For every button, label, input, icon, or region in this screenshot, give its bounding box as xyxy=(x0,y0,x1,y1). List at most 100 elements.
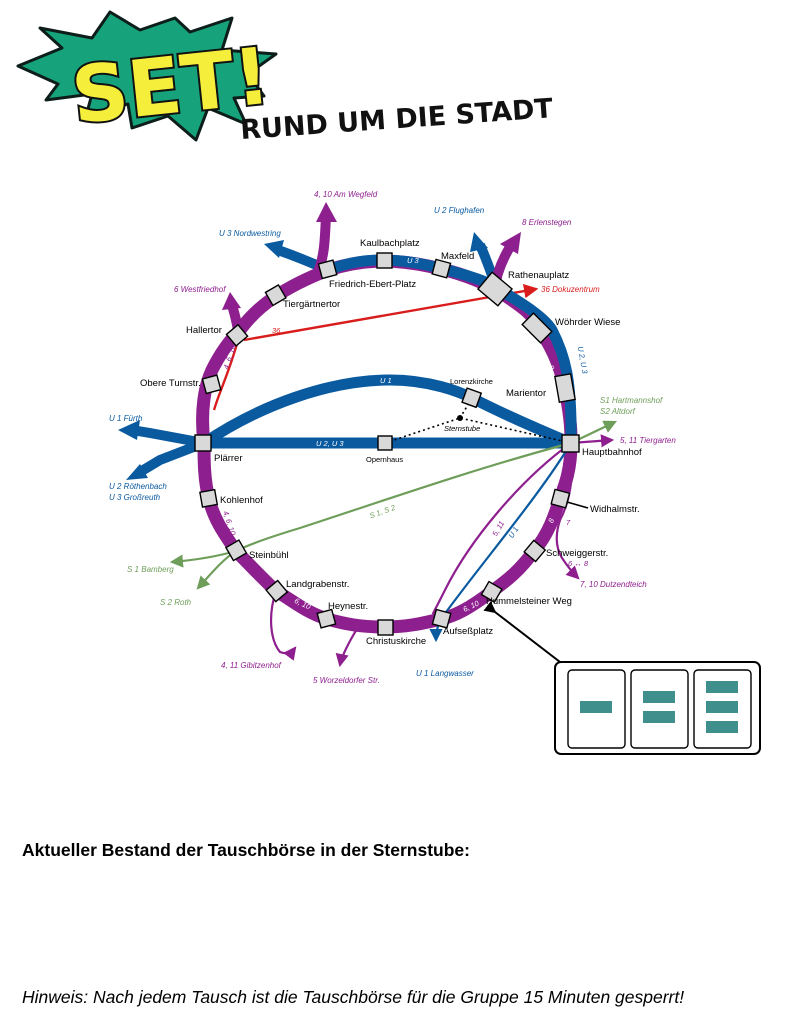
dest-bamberg: S 1 Bamberg xyxy=(127,565,174,574)
station-hauptbahnhof[interactable] xyxy=(561,434,580,453)
u1-diagonal xyxy=(429,442,572,643)
sternstube-dot xyxy=(457,415,463,421)
dest-tiergarten: 5, 11 Tiergarten xyxy=(620,436,676,445)
s1-bamberg-branch xyxy=(169,549,237,568)
card-3-bar xyxy=(706,721,738,733)
u2-u3-west-arrowhead xyxy=(126,464,148,480)
dest-dutzendteich: 7, 10 Dutzendteich xyxy=(580,580,647,589)
dest-fuerth: U 1 Fürth xyxy=(109,414,143,423)
tram-am-wegfeld-arrowhead xyxy=(316,202,337,222)
label-maxfeld: Maxfeld xyxy=(441,251,474,262)
station-kohlenhof[interactable] xyxy=(199,488,219,508)
u2-flughafen-arrowhead xyxy=(470,232,488,252)
station-opernhaus[interactable] xyxy=(377,435,393,451)
line-label-u3-top: U 3 xyxy=(407,256,420,265)
dest-grossreuth: U 3 Großreuth xyxy=(109,493,161,502)
dest-altdorf: S2 Altdorf xyxy=(600,407,636,416)
station-schweigger[interactable] xyxy=(523,539,547,563)
line-label-7: 7 xyxy=(566,518,571,527)
station-steinbuehl[interactable] xyxy=(224,539,248,562)
card-1[interactable] xyxy=(567,669,626,749)
card-2-bar xyxy=(643,691,675,703)
dest-am-wegfeld: 4, 10 Am Wegfeld xyxy=(314,190,378,199)
dest-gibitzenhof: 4, 11 Gibitzenhof xyxy=(221,661,282,670)
u1-fuerth-arrowhead xyxy=(118,420,140,440)
bus-36-left-segment xyxy=(212,339,240,411)
page-heading: Aktueller Bestand der Tauschbörse in der… xyxy=(22,840,470,860)
label-aufsessplatz: Aufseßplatz xyxy=(443,626,493,637)
station-friedrich[interactable] xyxy=(317,259,338,280)
tram-erlenstegen-arrowhead xyxy=(500,232,521,254)
label-landgraben: Landgrabenstr. xyxy=(286,579,349,590)
label-woehrder: Wöhrder Wiese xyxy=(555,317,620,328)
line-label-5-11: 5, 11 xyxy=(490,519,506,537)
label-kohlenhof: Kohlenhof xyxy=(220,495,263,506)
station-marientor[interactable] xyxy=(554,372,576,404)
u3-nordwestring-arrowhead xyxy=(264,240,284,258)
station-aufsessplatz[interactable] xyxy=(431,608,452,629)
label-heynestr: Heynestr. xyxy=(328,601,368,612)
line-label-6-8: 6 ↔ 8 xyxy=(568,559,589,568)
u1-fuerth-branch xyxy=(131,425,205,448)
label-widhalm: Widhalmstr. xyxy=(590,504,640,515)
dest-roth: S 2 Roth xyxy=(160,598,192,607)
line-label-8-lower: 8 xyxy=(546,516,556,524)
station-maxfeld[interactable] xyxy=(431,258,452,279)
label-sternstube: Sternstube xyxy=(444,424,480,433)
label-obere: Obere Turnstr. xyxy=(140,378,201,389)
station-landgraben[interactable] xyxy=(265,579,289,603)
station-woehrder[interactable] xyxy=(521,312,553,344)
dest-worzeldorfer: 5 Worzeldorfer Str. xyxy=(313,676,380,685)
logo: SET! RUND UM DIE STADT xyxy=(16,10,554,146)
card-2[interactable] xyxy=(630,669,689,749)
line-label-u1-diag: U 1 xyxy=(507,525,521,540)
label-kaulbach: Kaulbachplatz xyxy=(360,238,420,249)
tram-5-11-diagonal xyxy=(432,442,572,615)
station-christuskirche[interactable] xyxy=(377,619,394,636)
station-rathenau[interactable] xyxy=(476,271,514,307)
pointer-arrow xyxy=(483,601,561,663)
station-tiergaertner[interactable] xyxy=(264,283,287,307)
label-hauptbahnhof: Hauptbahnhof xyxy=(582,447,642,458)
tram-worzeldorfer-branch xyxy=(335,623,361,668)
station-hallertor[interactable] xyxy=(225,323,249,347)
logo-text: SET! xyxy=(68,32,275,142)
line-label-u1-top: U 1 xyxy=(380,376,392,385)
label-friedrich: Friedrich-Ebert-Platz xyxy=(329,279,416,290)
station-kaulbach[interactable] xyxy=(376,252,393,269)
station-widhalm[interactable] xyxy=(550,488,571,509)
station-lorenzkirche[interactable] xyxy=(461,387,483,409)
dest-flughafen: U 2 Flughafen xyxy=(434,206,485,215)
station-heynestr[interactable] xyxy=(316,608,337,629)
label-steinbuehl: Steinbühl xyxy=(249,550,289,561)
hint-text: Hinweis: Nach jedem Tausch ist die Tausc… xyxy=(22,987,685,1007)
logo-burst xyxy=(16,10,278,142)
line-label-u2-u3-right: U 2, U 3 xyxy=(576,346,590,375)
label-tiergaertner: Tiergärtnertor xyxy=(283,299,340,310)
dest-westfriedhof: 6 Westfriedhof xyxy=(174,285,226,294)
line-label-u2-u3-mid: U 2, U 3 xyxy=(316,439,344,448)
dest-nordwestring: U 3 Nordwestring xyxy=(219,229,281,238)
station-plaerrer[interactable] xyxy=(194,434,212,452)
label-plaerrer: Plärrer xyxy=(214,453,243,464)
u1-curve xyxy=(200,374,574,449)
label-hallertor: Hallertor xyxy=(186,325,222,336)
u2-u3-west-branch xyxy=(137,438,206,477)
card-3-bar xyxy=(706,701,738,713)
card-3[interactable] xyxy=(693,669,752,749)
dest-hartmannshof: S1 Hartmannshof xyxy=(600,396,663,405)
tram-7-line xyxy=(555,442,580,580)
dest-dokuzentrum: 36 Dokuzentrum xyxy=(541,285,600,294)
station-obere[interactable] xyxy=(201,374,222,395)
line-label-s1-s2: S 1, S 2 xyxy=(368,503,397,521)
station-hummelstein[interactable] xyxy=(480,580,503,604)
label-hummelstein: Hummelsteiner Weg xyxy=(486,596,572,607)
card-1-bar xyxy=(580,701,612,713)
line-label-8-upper: 8 xyxy=(546,364,556,371)
label-opernhaus: Opernhaus xyxy=(366,455,403,464)
tram-gibitzenhof-branch xyxy=(269,590,297,661)
logo-subtitle: RUND UM DIE STADT xyxy=(239,93,554,146)
label-lorenzkirche: Lorenzkirche xyxy=(450,377,493,386)
stations xyxy=(194,252,580,636)
